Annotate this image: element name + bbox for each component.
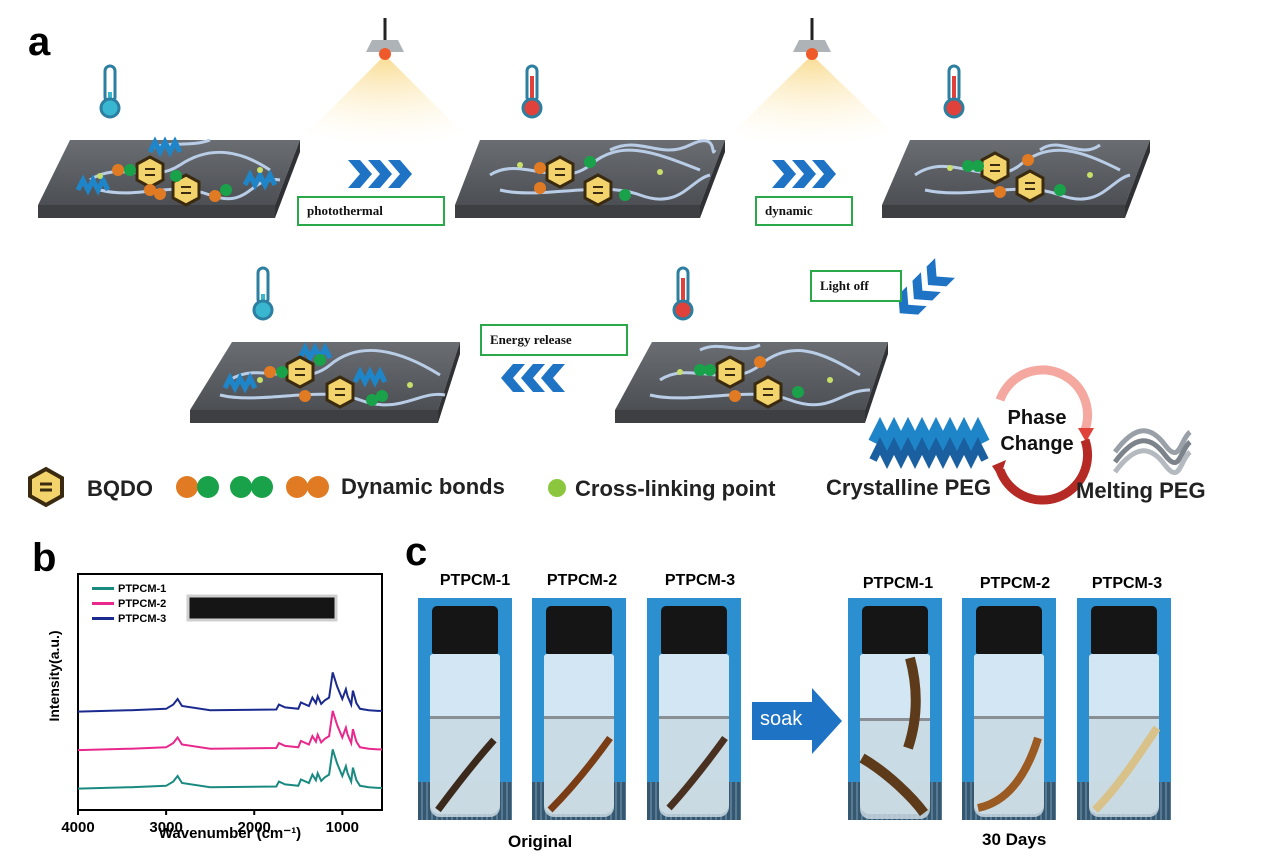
legend-dynamic-bonds-label: Dynamic bonds [341,474,505,499]
spectrum-line-1 [77,749,382,790]
legend-swatch-1 [92,587,114,590]
phase-change-cycle-icon [992,365,1094,505]
panel-label-c: c [405,530,428,574]
x-axis-label: Wavenumber (cm⁻¹) [158,825,302,842]
vial-label-original-3: PTPCM-3 [664,572,736,589]
soak-label: soak [760,708,803,730]
vial-soaked-1 [848,598,942,820]
thermometer-cold-icon-1 [99,64,121,119]
legend-crosslink-icon [548,479,566,497]
arrow-right-1 [348,160,412,188]
chart-legend: PTPCM-1 PTPCM-2 PTPCM-3 [92,581,166,626]
x-tick-label-3: 2000 [238,819,271,836]
caption-original: Original [508,832,573,851]
thermometer-hot-icon-2 [943,64,965,119]
panel-label-b: b [32,536,57,580]
phase-change-line-2: Change [1000,433,1074,455]
legend-entry-3: PTPCM-3 [92,611,166,626]
crosslink-points [97,162,1093,388]
lamp-icon-2 [793,18,831,60]
legend-crystalline-label: Crystalline PEG [826,475,992,500]
vial-soaked-3 [1077,598,1171,820]
legend-label-2: PTPCM-2 [118,597,167,610]
legend-entry-1: PTPCM-1 [92,581,166,596]
slab-5 [615,342,888,423]
legend-label-3: PTPCM-3 [118,612,167,625]
lamp-icon-1 [366,18,404,60]
vial-original-2 [532,598,626,820]
vial-soaked-2 [962,598,1056,820]
slab-4 [190,342,460,423]
step-box-light-off: Light off [810,270,902,302]
vial-original-3 [647,598,741,820]
x-tick-label-1: 4000 [61,819,94,836]
legend-bqdo-icon [28,466,64,508]
legend-dynamic-bonds-icon [176,476,329,498]
dynamic-bond-beads [112,154,1066,406]
vial-original-1 [418,598,512,820]
x-tick-label-4: 1000 [326,819,359,836]
polymer-chains [89,138,1131,407]
legend-label-1: PTPCM-1 [118,582,167,595]
y-axis-label: Intensity(a.u.) [46,630,62,722]
legend-entry-2: PTPCM-2 [92,596,166,611]
legend-bqdo-label: BQDO [87,476,153,501]
ftir-chart: 4000 3000 2000 1000 [61,573,383,836]
arrow-right-2 [772,160,836,188]
thermometer-cold-icon-2 [252,266,274,321]
vial-label-soaked-2: PTPCM-2 [979,575,1051,592]
spectrum-line-3 [77,672,382,713]
light-cone-2 [720,55,905,145]
legend-melting-label: Melting PEG [1076,478,1206,503]
vial-label-soaked-3: PTPCM-3 [1091,575,1163,592]
phase-change-label: Phase Change [992,405,1082,457]
step-box-energy-release: Energy release [480,324,628,356]
thermometer-hot-icon-1 [521,64,543,119]
chart-frame [77,573,383,811]
panel-label-a: a [28,20,51,64]
panel-a-scheme [28,18,1192,508]
sample-photo [186,594,338,622]
spectrum-line-2 [77,710,382,752]
thermometer-hot-icon-3 [672,266,694,321]
vial-label-soaked-1: PTPCM-1 [862,575,934,592]
slab-1 [38,140,300,218]
slab-3 [882,140,1150,218]
arrow-left [501,364,565,392]
vial-label-original-2: PTPCM-2 [546,572,618,589]
x-tick-label-2: 3000 [149,819,182,836]
legend-swatch-2 [92,602,114,605]
legend-crystalline-peg-icon [868,416,990,469]
legend-melting-peg-icon [1112,428,1192,476]
legend-crosslink-label: Cross-linking point [575,476,776,501]
light-cone-1 [295,55,475,145]
vial-label-original-1: PTPCM-1 [439,572,511,589]
soak-arrow [752,688,842,754]
legend-swatch-3 [92,617,114,620]
step-box-photothermal: photothermal [297,196,445,226]
step-box-dynamic: dynamic [755,196,853,226]
phase-change-line-1: Phase [1007,407,1067,429]
caption-30-days: 30 Days [982,830,1047,849]
